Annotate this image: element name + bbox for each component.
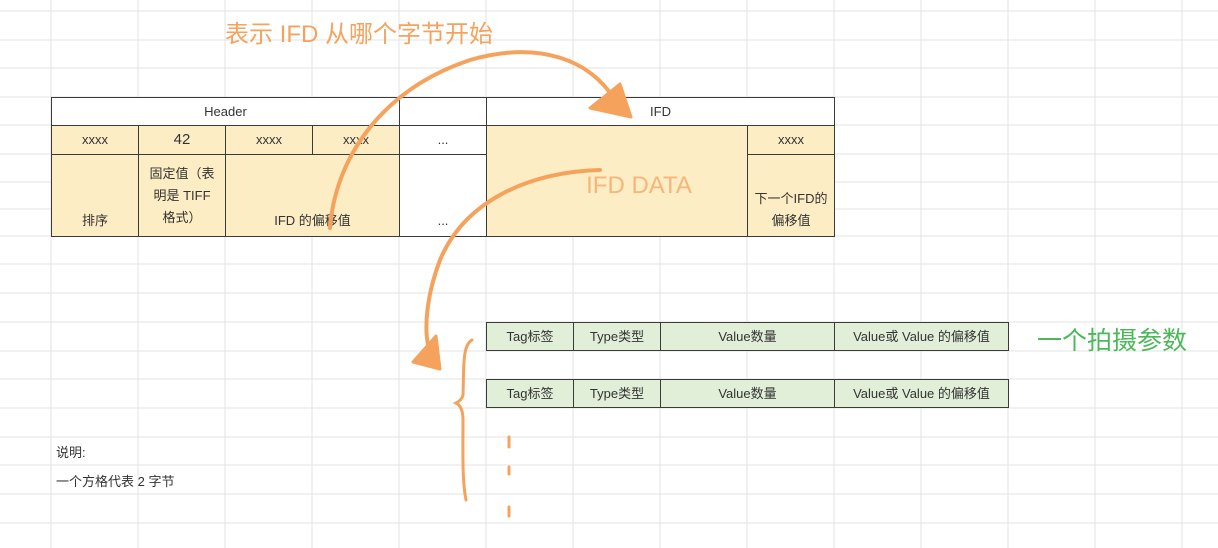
type-cell[interactable]: Type类型 (573, 379, 661, 408)
next-ifd-value-cell[interactable]: xxxx (747, 125, 835, 155)
magic-number-cell[interactable]: 42 (138, 125, 226, 155)
fixed-value-cell[interactable]: 固定值（表明是 TIFF 格式） (138, 154, 226, 237)
ifd-offset-value-cell-1[interactable]: xxxx (225, 125, 313, 155)
ellipsis-cell-bottom[interactable]: ... (399, 154, 487, 237)
next-ifd-offset-text: 下一个IFD的偏移值 (754, 190, 828, 228)
ifd-offset-cell[interactable]: IFD 的偏移值 (225, 154, 400, 237)
ellipsis-cell-top[interactable]: ... (399, 125, 487, 155)
value-offset-cell[interactable]: Value或 Value 的偏移值 (834, 379, 1009, 408)
type-cell[interactable]: Type类型 (573, 322, 661, 351)
tag-cell[interactable]: Tag标签 (486, 379, 574, 408)
ifd-data-label: IFD DATA (586, 172, 692, 199)
value-offset-cell[interactable]: Value或 Value 的偏移值 (834, 322, 1009, 351)
count-cell[interactable]: Value数量 (660, 379, 835, 408)
fixed-value-text: 固定值（表明是 TIFF 格式） (149, 165, 215, 225)
byte-order-value-cell[interactable]: xxxx (51, 125, 139, 155)
ifd-label-cell[interactable]: IFD (486, 97, 835, 126)
byte-order-cell[interactable]: 排序 (51, 154, 139, 237)
next-ifd-offset-cell[interactable]: 下一个IFD的偏移值 (747, 154, 835, 237)
entry-annotation: 一个拍摄参数 (1037, 327, 1188, 355)
ifd-offset-value-cell-2[interactable]: xxxx (312, 125, 400, 155)
tag-cell[interactable]: Tag标签 (486, 322, 574, 351)
spacer-cell[interactable] (399, 97, 487, 126)
notes-text: 一个方格代表 2 字节 (56, 474, 175, 489)
count-cell[interactable]: Value数量 (660, 322, 835, 351)
header-label-cell[interactable]: Header (51, 97, 400, 126)
ifd-data-cell[interactable]: IFD DATA (486, 125, 748, 237)
ifd-start-annotation: 表示 IFD 从哪个字节开始 (225, 21, 493, 48)
notes-title: 说明: (56, 445, 86, 460)
